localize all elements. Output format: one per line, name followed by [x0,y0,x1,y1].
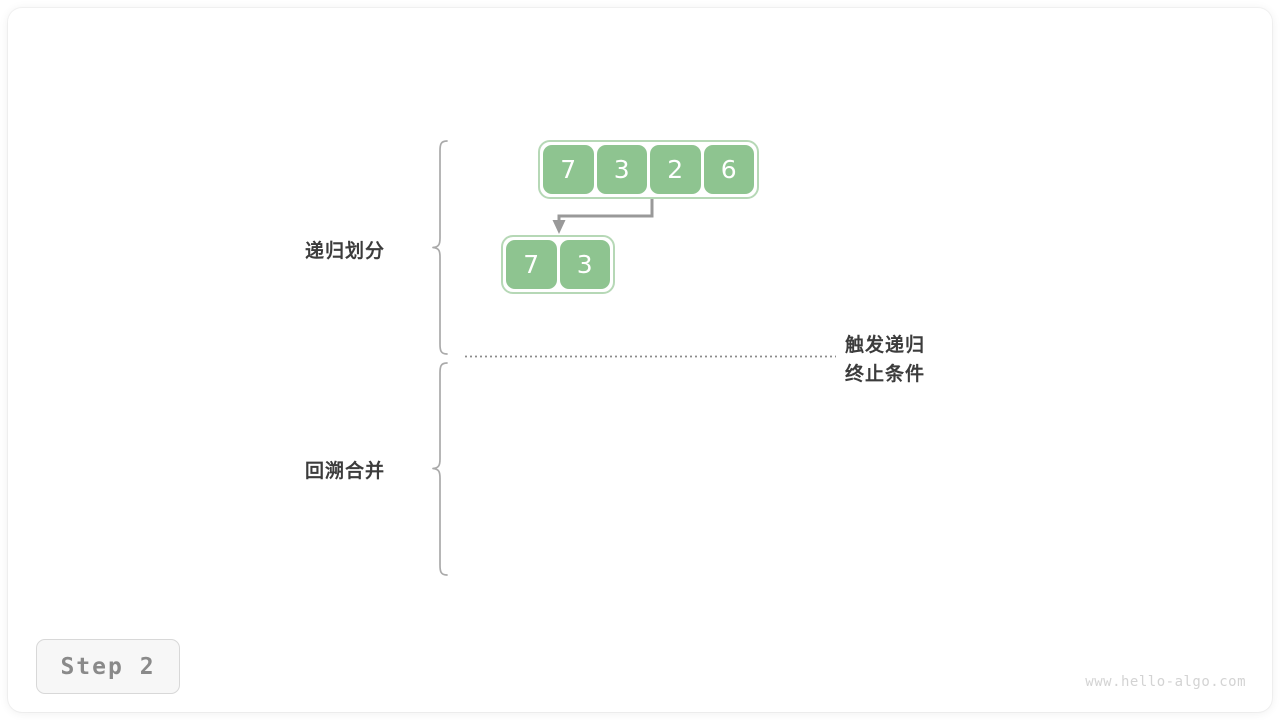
left-subarray: 7 3 [501,235,615,294]
original-array: 7 3 2 6 [538,140,759,199]
slide-frame [8,8,1272,712]
array-cell[interactable]: 2 [650,145,701,194]
label-backtrack-merge: 回溯合并 [305,460,386,482]
array-cell[interactable]: 3 [559,240,610,289]
array-cell[interactable]: 7 [506,240,557,289]
array-cell[interactable]: 7 [543,145,594,194]
label-recursive-divide: 递归划分 [305,240,386,262]
label-termination-line2: 终止条件 [845,363,926,385]
label-termination-condition: 触发递归 终止条件 [845,331,925,389]
watermark: www.hello-algo.com [1085,674,1246,690]
step-badge: Step 2 [36,639,180,694]
label-termination-line1: 触发递归 [845,334,926,356]
array-cell[interactable]: 3 [596,145,647,194]
array-cell[interactable]: 6 [703,145,754,194]
